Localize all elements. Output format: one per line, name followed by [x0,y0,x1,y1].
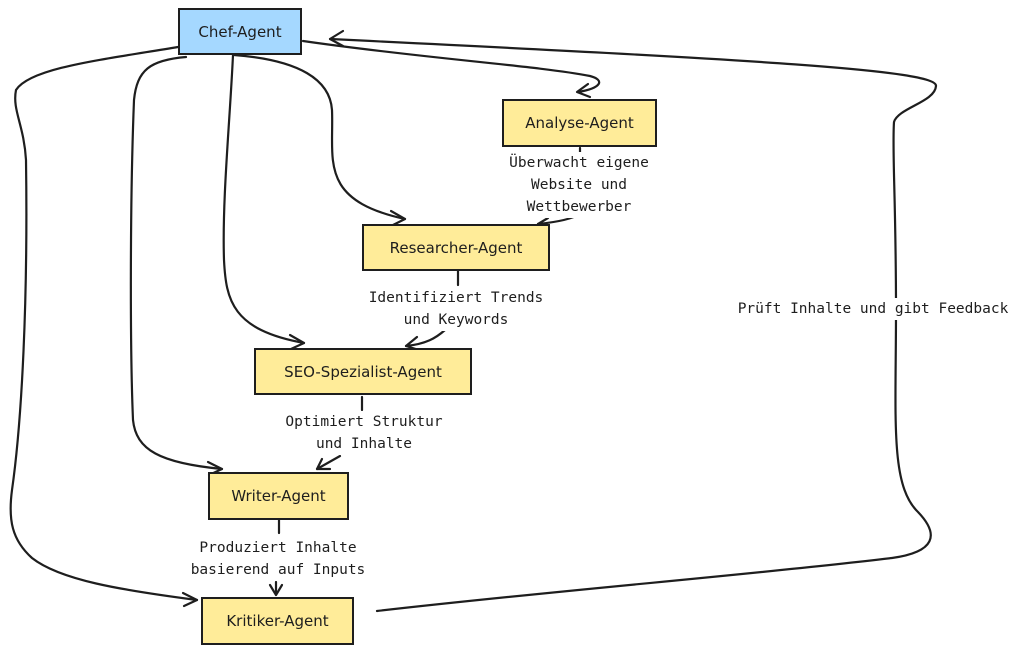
arrowhead-researcher-left [389,209,407,227]
arrowhead-analyse [575,82,592,99]
edge-label-line: Produziert Inhalte [199,540,357,556]
arrowhead-seo-left [288,333,306,351]
edge-researcher-to-seo [404,269,460,348]
edge-chef-to-researcher [232,53,407,221]
edge-label-line: Prüft Inhalte und gibt Feedback [737,301,1009,317]
edge-label-line: Identifiziert Trends [368,290,544,306]
node-label: Analyse-Agent [525,114,634,132]
edge-label-line: und Inhalte [315,436,413,452]
node-label: Writer-Agent [231,487,326,505]
edge-label-line: Optimiert Struktur [285,414,443,430]
node-label: Researcher-Agent [389,238,523,257]
node-analyse-agent[interactable]: Analyse-Agent [502,99,657,147]
edge-label-line: und Keywords [403,312,509,328]
node-label: SEO-Spezialist-Agent [284,362,442,381]
node-kritiker-agent[interactable]: Kritiker-Agent [201,597,354,645]
node-label: Kritiker-Agent [226,612,329,630]
node-writer-agent[interactable]: Writer-Agent [208,472,349,520]
edge-chef-to-analyse [301,39,601,94]
edge-label-kritiker-chef: Prüft Inhalte und gibt Feedback [737,298,1009,320]
edge-writer-to-kritiker [274,518,281,596]
edge-label-analyse-researcher: Überwacht eigene Website und Wettbewerbe… [509,152,649,218]
edge-chef-to-kritiker [9,45,199,602]
edge-label-seo-writer: Optimiert Struktur und Inhalte [285,411,443,455]
edge-chef-to-writer [129,55,224,471]
node-chef-agent[interactable]: Chef-Agent [178,8,302,55]
edge-label-line: Überwacht eigene [509,155,649,171]
edge-label-researcher-seo: Identifiziert Trends und Keywords [368,287,544,331]
arrowhead-kritiker-left [181,591,199,608]
arrowhead-kritiker-top [268,583,284,597]
edge-label-writer-kritiker: Produziert Inhalte basierend auf Inputs [190,537,366,581]
edge-label-line: basierend auf Inputs [190,562,366,578]
arrowhead-chef [328,29,345,48]
edge-chef-to-seo [222,53,306,345]
edge-seo-to-writer [315,395,364,471]
edge-label-line: Website und [530,177,628,193]
node-label: Chef-Agent [198,22,282,41]
node-researcher-agent[interactable]: Researcher-Agent [362,224,550,271]
edge-label-line: Wettbewerber [526,199,632,215]
node-seo-spezialist-agent[interactable]: SEO-Spezialist-Agent [254,348,472,395]
arrowhead-writer-right [315,457,332,471]
